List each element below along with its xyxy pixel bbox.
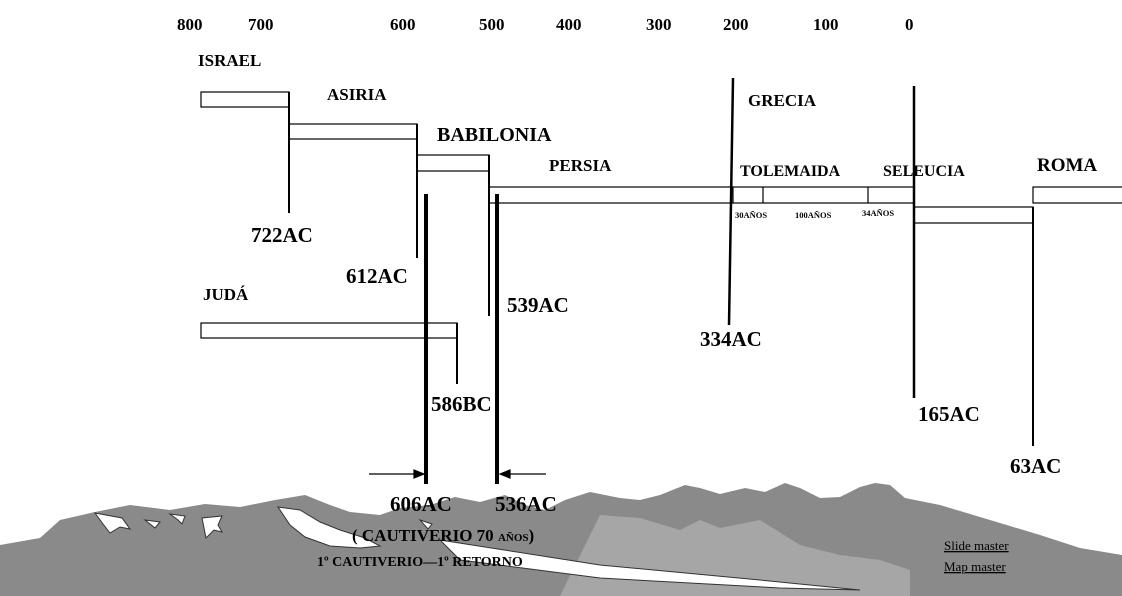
- duration-labels: 30AÑOS 100AÑOS 34AÑOS: [735, 208, 894, 220]
- date-label-63: 63AC: [1010, 454, 1061, 478]
- scale-label: 0: [905, 15, 914, 34]
- captivity-subtitle: 1º CAUTIVERIO—1º RETORNO: [317, 555, 523, 570]
- juda-label: JUDÁ: [203, 285, 249, 304]
- slide-master-link[interactable]: Slide master: [944, 538, 1009, 553]
- time-scale: 800 700 600 500 400 300 200 100 0: [177, 15, 914, 34]
- babilonia-label: BABILONIA: [437, 124, 552, 146]
- scale-label: 400: [556, 15, 582, 34]
- scale-label: 700: [248, 15, 274, 34]
- date-label-606: 606AC: [390, 492, 452, 516]
- tolemaida-label: TOLEMAIDA: [740, 163, 841, 180]
- duration-label: 30AÑOS: [735, 210, 767, 220]
- date-label-334: 334AC: [700, 327, 762, 351]
- duration-label: 34AÑOS: [862, 208, 894, 218]
- duration-label: 100AÑOS: [795, 210, 832, 220]
- date-label-612: 612AC: [346, 264, 408, 288]
- date-label-539: 539AC: [507, 293, 569, 317]
- asiria-bar: [289, 124, 417, 139]
- captivity-arrows: [369, 470, 546, 478]
- roma-label: ROMA: [1037, 155, 1097, 176]
- date-labels: 722AC 612AC 539AC 334AC 586BC 165AC 63AC…: [251, 223, 1061, 516]
- seleucia-bar: [914, 207, 1033, 223]
- date-label-536: 536AC: [495, 492, 557, 516]
- seleucia-label: SELEUCIA: [883, 163, 965, 180]
- empire-labels: ISRAEL ASIRIA BABILONIA PERSIA GRECIA TO…: [198, 51, 1097, 304]
- israel-bar: [201, 92, 289, 107]
- empire-bars: [201, 92, 1122, 338]
- date-label-165: 165AC: [918, 402, 980, 426]
- grecia-label: GRECIA: [748, 91, 817, 110]
- scale-label: 800: [177, 15, 203, 34]
- scale-label: 500: [479, 15, 505, 34]
- asiria-label: ASIRIA: [327, 85, 387, 104]
- persia-bar: [489, 187, 733, 203]
- juda-bar: [201, 323, 457, 338]
- arrow-606-head: [414, 470, 424, 478]
- date-label-586: 586BC: [431, 392, 492, 416]
- scale-label: 100: [813, 15, 839, 34]
- roma-bar: [1033, 187, 1122, 203]
- babilonia-bar: [417, 155, 489, 171]
- date-label-722: 722AC: [251, 223, 313, 247]
- scale-label: 600: [390, 15, 416, 34]
- israel-label: ISRAEL: [198, 51, 261, 70]
- persia-label: PERSIA: [549, 156, 612, 175]
- tolemaida-bar: [733, 187, 914, 203]
- map-master-link[interactable]: Map master: [944, 559, 1006, 574]
- arrow-536-head: [500, 470, 510, 478]
- scale-label: 200: [723, 15, 749, 34]
- scale-label: 300: [646, 15, 672, 34]
